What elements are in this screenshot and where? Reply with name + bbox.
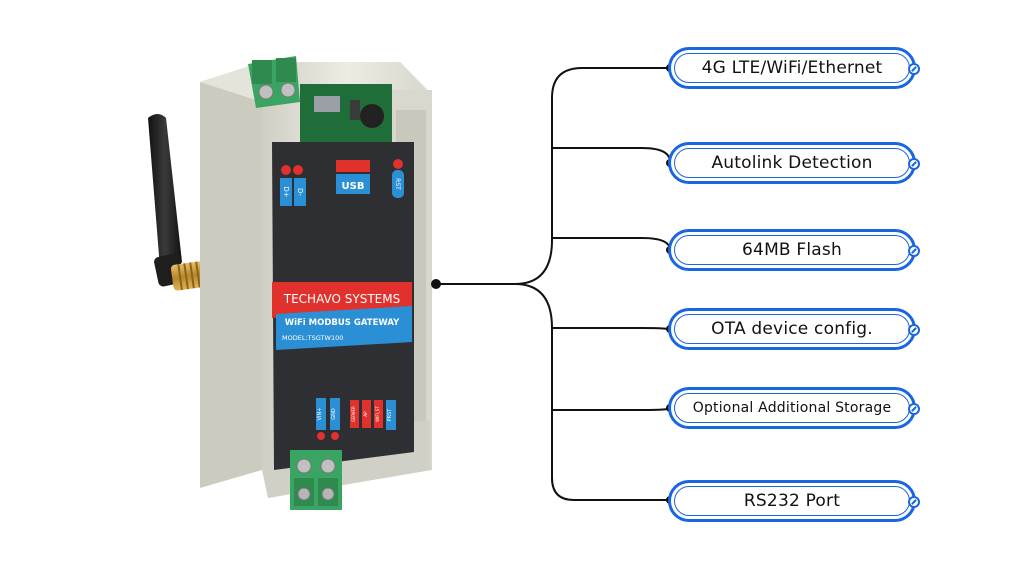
feature-pill-ota: OTA device config.: [668, 308, 920, 350]
feature-pill-autolink: Autolink Detection: [668, 142, 920, 184]
bottom-terminal-block: [290, 450, 342, 510]
pin-icon: [908, 496, 920, 508]
connector-tree: [436, 67, 672, 501]
port-label-usb: USB: [342, 181, 365, 192]
connector-line-4: [436, 283, 672, 501]
pin-icon: [908, 63, 920, 75]
connector-line-5: [552, 327, 671, 331]
pin-icon: [908, 245, 920, 257]
port-label-vin: VIN+: [317, 408, 323, 421]
led-label-wifi-st: WIFI_ST: [375, 406, 380, 422]
feature-label: Autolink Detection: [711, 153, 873, 173]
feature-label: 4G LTE/WiFi/Ethernet: [701, 58, 883, 78]
product-name: WiFi MODBUS GATEWAY: [285, 318, 400, 328]
brand-name: TECHAVO SYSTEMS: [283, 292, 400, 306]
port-label-d-minus: D-: [296, 188, 304, 196]
connector-line-6: [552, 407, 671, 411]
branding-band: TECHAVO SYSTEMS WiFi MODBUS GATEWAY MODE…: [272, 282, 412, 350]
port-label-d-plus: D+: [282, 186, 290, 197]
pin-icon: [908, 158, 920, 170]
feature-label: RS232 Port: [743, 491, 841, 511]
feature-pill-rs232: RS232 Port: [668, 480, 920, 522]
gateway-device-illustration: D+ D- USB RST TECHAVO SYSTEMS WiFi MODBU…: [148, 56, 432, 510]
connector-line-1: [436, 67, 672, 285]
led-label-server: SERVER: [351, 406, 356, 422]
feature-label: 64MB Flash: [742, 240, 842, 260]
model-name: MODEL:TSGTW100: [282, 334, 343, 342]
led-label-ap: AP: [363, 411, 368, 417]
port-label-gnd: GND: [331, 408, 337, 420]
pin-icon: [908, 403, 920, 415]
connector-line-2: [552, 147, 671, 163]
connector-origin-dot: [431, 279, 441, 289]
feature-pill-connectivity: 4G LTE/WiFi/Ethernet: [668, 47, 920, 89]
connector-line-3: [552, 237, 671, 251]
pin-icon: [908, 324, 920, 336]
feature-pill-storage: Optional Additional Storage: [668, 387, 920, 429]
feature-label: OTA device config.: [711, 319, 873, 339]
top-port-markings: D+ D- USB RST: [280, 159, 404, 206]
button-label-prst: PRST: [387, 408, 393, 422]
top-terminal-block: [248, 56, 300, 108]
port-label-rst: RST: [394, 178, 401, 190]
feature-label: Optional Additional Storage: [692, 400, 892, 416]
feature-pill-flash: 64MB Flash: [668, 229, 920, 271]
bottom-port-markings: VIN+ GND SERVER AP WIFI_ST PRST: [316, 398, 396, 440]
